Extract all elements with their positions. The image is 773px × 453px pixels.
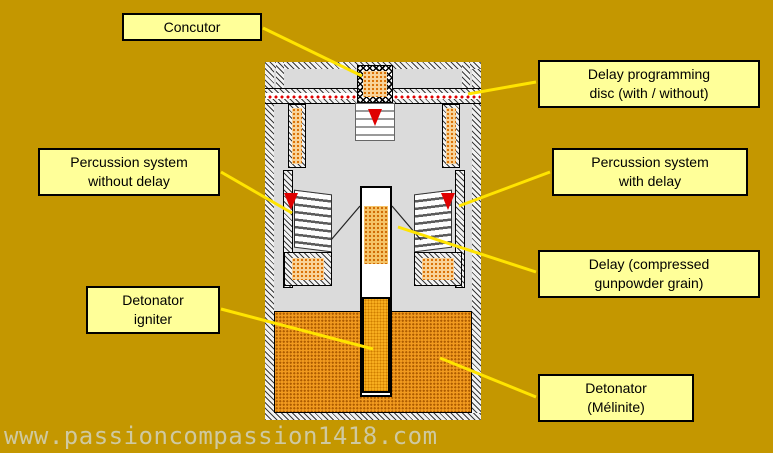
callout-percussion-without-delay-line1: Percussion system — [70, 154, 188, 171]
callout-percussion-without-delay-line2: without delay — [88, 173, 170, 189]
callout-detonator-igniter-line2: igniter — [133, 311, 173, 327]
flash-channel-left-fill — [292, 108, 302, 164]
callout-concutor: Concutor — [122, 13, 262, 41]
flash-channel-right-fill — [446, 108, 456, 164]
callout-detonator-melinite: Detonator (Mélinite) — [538, 374, 694, 422]
callout-percussion-without-delay: Percussion system without delay — [38, 148, 220, 196]
percussion-left-primer — [292, 258, 324, 280]
callout-delay-gunpowder: Delay (compressed gunpowder grain) — [538, 250, 760, 298]
body-wall-right — [472, 62, 481, 420]
callout-detonator-melinite-line2: (Mélinite) — [587, 399, 645, 415]
body-wall-left — [265, 62, 274, 420]
concutor-charge — [363, 71, 387, 97]
cap-wall-left — [276, 62, 284, 89]
callout-detonator-igniter-line1: Detonator — [122, 292, 184, 309]
callout-delay-disc-line1: Delay programming — [587, 66, 711, 83]
callout-delay-disc-line2: disc (with / without) — [589, 85, 709, 101]
detonator-igniter-tube — [362, 297, 390, 393]
callout-percussion-with-delay-line1: Percussion system — [591, 154, 709, 171]
body-wall-bottom — [265, 413, 481, 420]
callout-detonator-melinite-line1: Detonator — [585, 380, 647, 397]
firing-pin-left — [284, 193, 298, 210]
callout-detonator-igniter: Detonator igniter — [86, 286, 220, 334]
callout-percussion-with-delay-line2: with delay — [618, 173, 682, 189]
callout-percussion-with-delay: Percussion system with delay — [552, 148, 748, 196]
delay-gunpowder-grain — [364, 206, 388, 264]
callout-delay-disc: Delay programming disc (with / without) — [538, 60, 760, 108]
percussion-left-wall — [283, 170, 293, 288]
firing-pin-right — [441, 193, 455, 210]
firing-pin-top — [368, 109, 382, 126]
cap-wall-right — [462, 62, 470, 89]
callout-delay-gunpowder-line1: Delay (compressed — [588, 256, 710, 273]
percussion-left-spring — [294, 189, 332, 253]
callout-concutor-text: Concutor — [163, 18, 221, 35]
callout-delay-gunpowder-line2: gunpowder grain) — [594, 275, 704, 291]
percussion-right-primer — [422, 258, 454, 280]
site-watermark: www.passioncompassion1418.com — [4, 422, 438, 450]
